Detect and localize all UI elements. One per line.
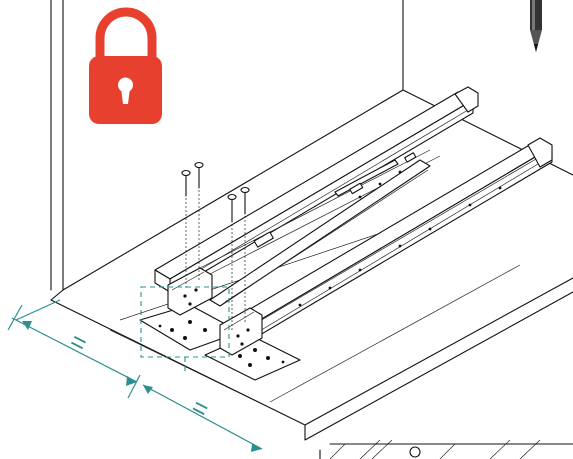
slide-rail-right xyxy=(227,137,553,346)
detail-callouts xyxy=(140,286,230,375)
rail-bracket-right xyxy=(219,307,263,356)
rail-bracket-left xyxy=(167,267,213,316)
equal-mark-left: = xyxy=(65,325,92,359)
dimension-left: = xyxy=(7,304,138,386)
dimension-extension xyxy=(15,299,61,321)
cabinet-bottom-panel xyxy=(50,89,573,441)
screw xyxy=(194,161,204,282)
screws xyxy=(181,161,250,330)
dimension-right: = xyxy=(127,374,263,452)
pencil-icon xyxy=(530,0,542,52)
screw xyxy=(227,193,237,330)
padlock-icon xyxy=(89,7,162,124)
slide-rail-left xyxy=(154,86,479,293)
cabinet-walls xyxy=(50,0,573,301)
slide-rail-middle xyxy=(209,152,431,307)
equal-mark-right: = xyxy=(187,391,214,425)
next-step-preview xyxy=(319,439,573,459)
screw xyxy=(181,169,191,290)
screw xyxy=(240,186,250,322)
